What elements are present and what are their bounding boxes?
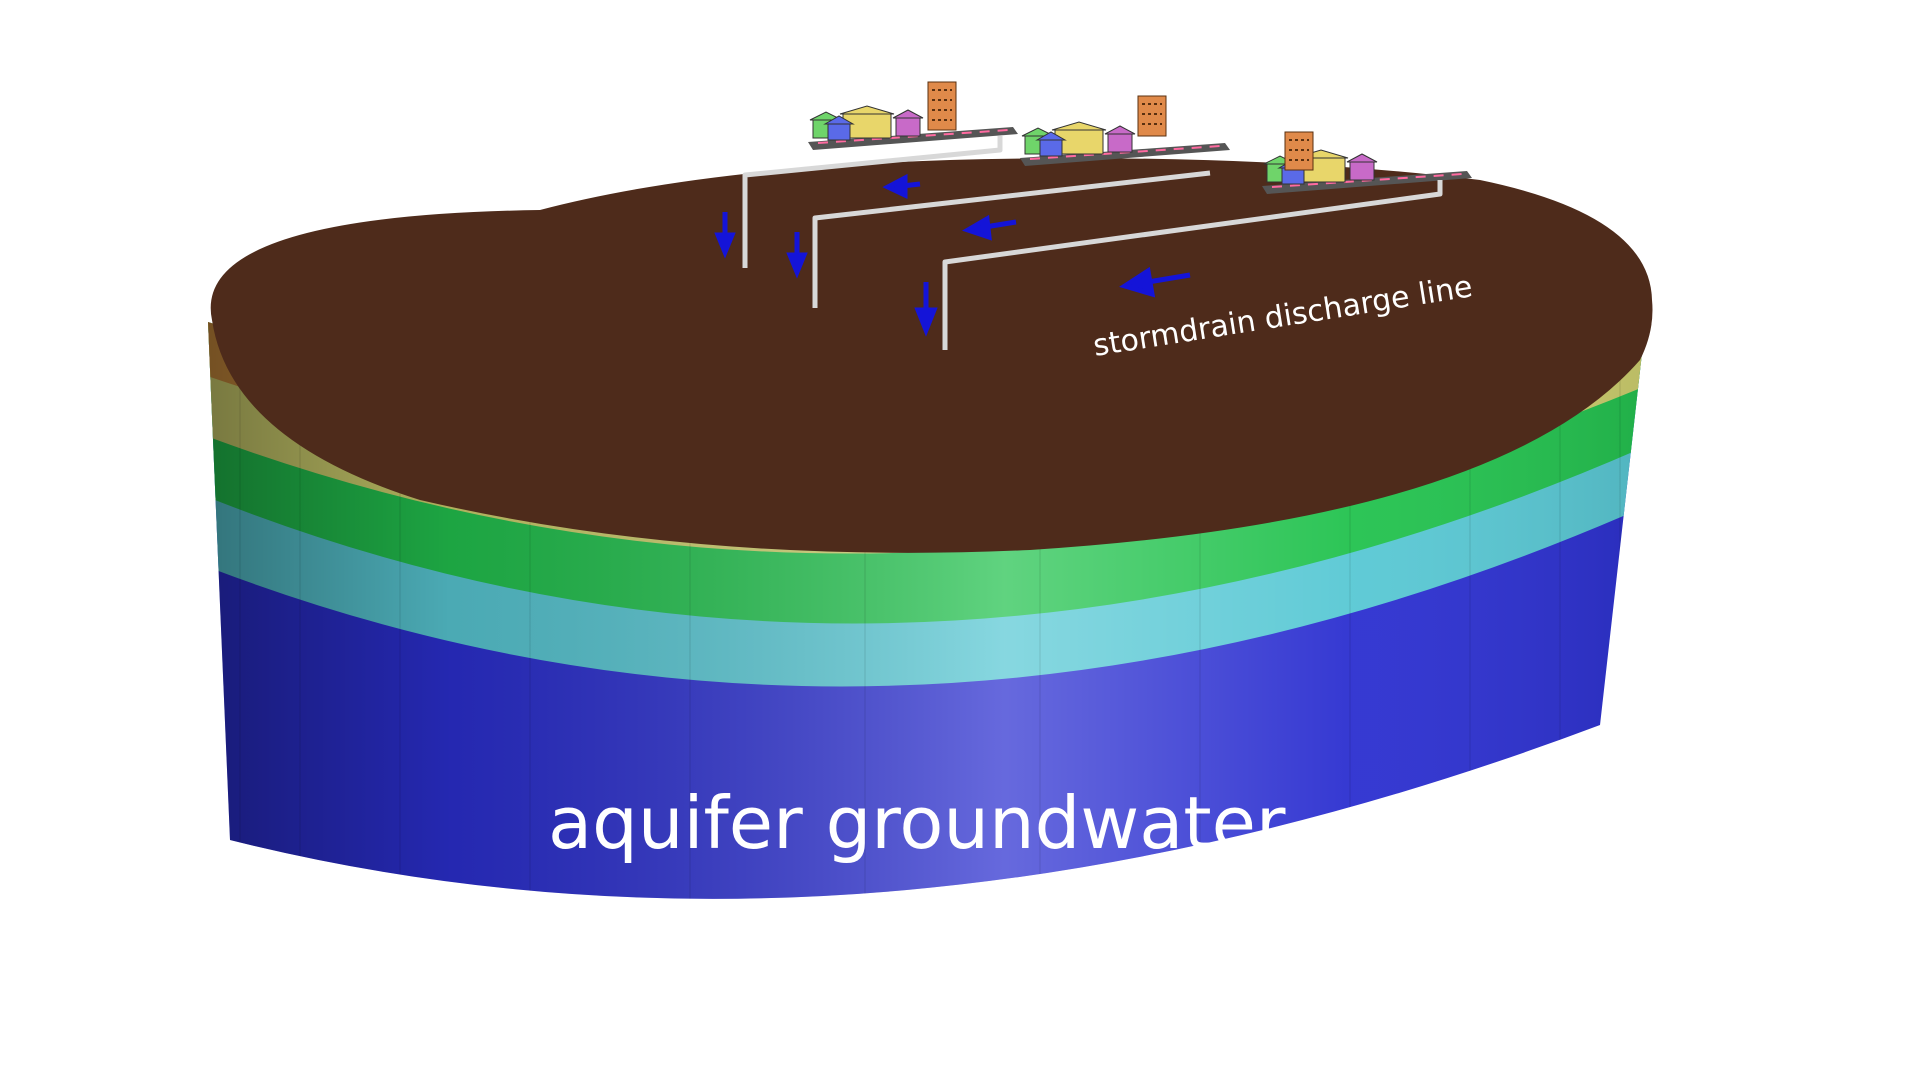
blue-arrow-icon — [961, 214, 1017, 241]
aquifer-label: aquifer groundwater — [548, 781, 1286, 865]
building-icon — [1349, 161, 1375, 181]
blue-arrow-icon — [882, 173, 921, 199]
discharge-pipe-1 — [742, 136, 1003, 268]
city-blocks — [808, 81, 1472, 194]
discharge-pipes — [742, 136, 1443, 350]
blue-arrow-icon — [714, 212, 736, 259]
building-icon — [1107, 133, 1133, 153]
building-icon — [1039, 139, 1063, 157]
blue-arrow-icon — [786, 232, 808, 279]
city-block — [1262, 131, 1472, 194]
building-icon — [895, 117, 921, 137]
building-icon — [1137, 95, 1167, 137]
building-icon — [1054, 129, 1104, 155]
city-block — [1020, 95, 1230, 166]
building-icon — [827, 123, 851, 141]
flow-arrows — [714, 173, 1191, 337]
blue-arrow-icon — [1119, 266, 1191, 298]
top-soil-surface — [210, 158, 1653, 553]
discharge-pipe-3 — [942, 180, 1443, 350]
city-block — [808, 81, 1018, 150]
blue-arrow-icon — [914, 282, 938, 337]
discharge-pipe-2 — [812, 170, 1211, 308]
